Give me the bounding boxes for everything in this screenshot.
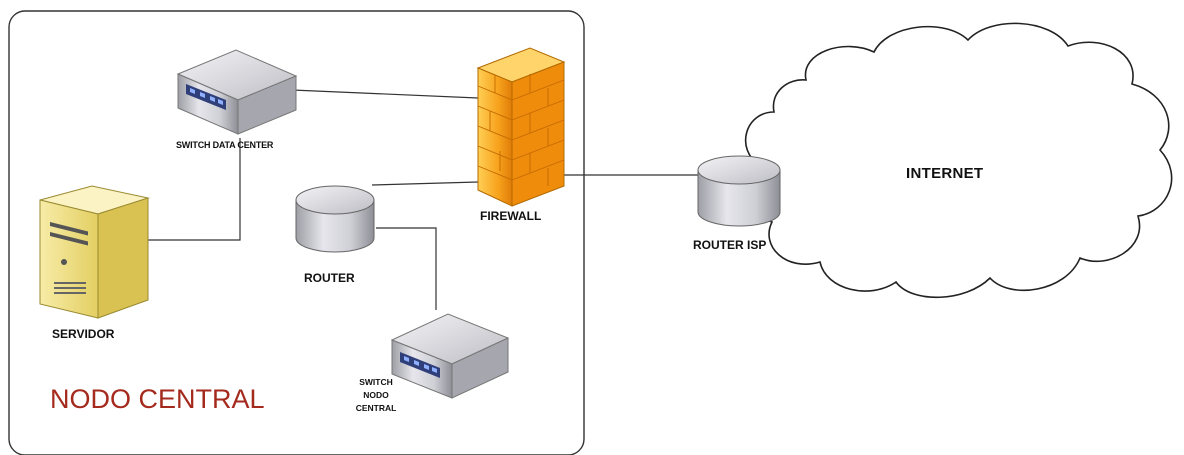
server-icon — [39, 185, 150, 319]
link-switch-firewall — [291, 89, 479, 99]
switch-nodo-central-label-line: CENTRAL — [355, 403, 397, 413]
switch-nodo-central-label-line: NODO — [363, 390, 389, 400]
router-isp-icon — [697, 155, 781, 227]
switch-nodo-central-icon — [390, 313, 510, 399]
link-router-firewall — [371, 181, 479, 186]
link-switch-servidor — [148, 138, 241, 241]
firewall-icon — [476, 47, 566, 207]
switch-nodo-central-label: SWITCH NODO CENTRAL — [352, 376, 400, 415]
firewall-label: FIREWALL — [480, 209, 542, 223]
switch-nodo-central-label-line: SWITCH — [359, 377, 393, 387]
switch-data-center-label: SWITCH DATA CENTER — [176, 140, 274, 150]
nodo-central-title: NODO CENTRAL — [50, 384, 265, 414]
link-router-switch-nodo — [376, 227, 437, 310]
servidor-label: SERVIDOR — [52, 327, 115, 341]
internet-label: INTERNET — [906, 165, 984, 182]
router-isp-label: ROUTER ISP — [693, 238, 767, 252]
nodo-central-frame — [8, 10, 585, 455]
switch-data-center-icon — [176, 49, 298, 135]
cloud-icon — [744, 22, 1173, 299]
router-label: ROUTER — [304, 271, 355, 285]
router-icon — [295, 185, 375, 253]
connection-lines — [148, 89, 698, 310]
